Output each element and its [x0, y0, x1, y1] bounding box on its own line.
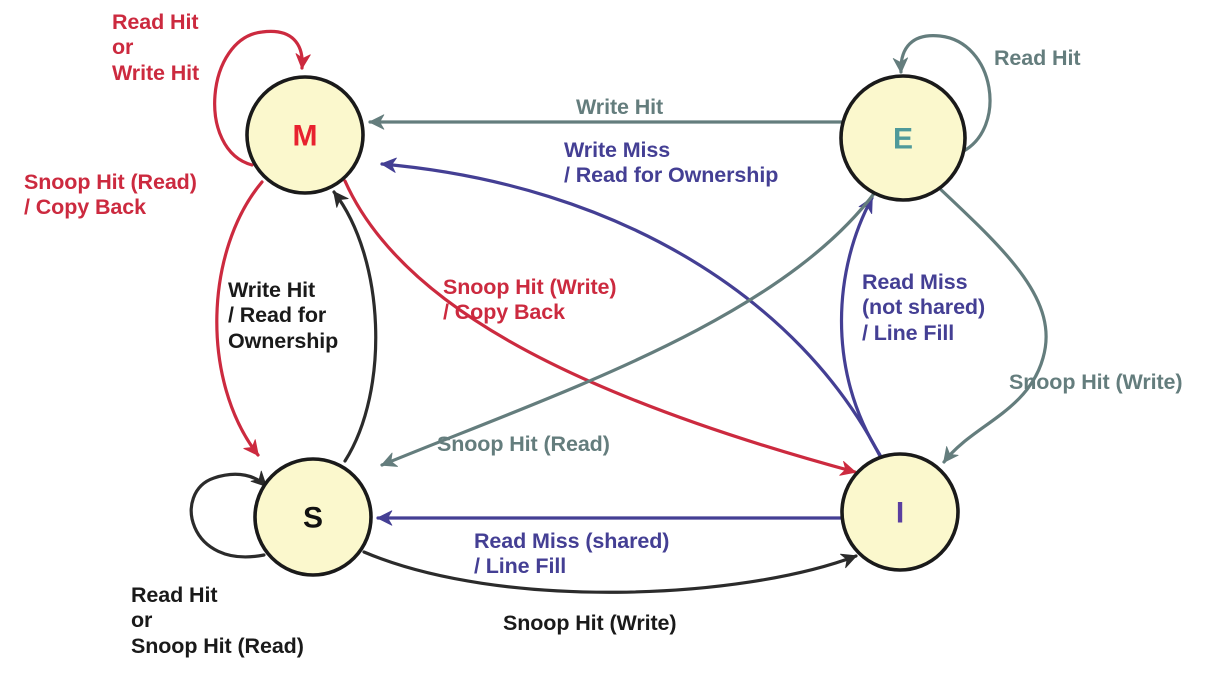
edge-label-m-to-s: Snoop Hit (Read) / Copy Back	[24, 170, 197, 220]
edge-i-to-m	[380, 157, 882, 458]
edge-label-s-self: Read Hit or Snoop Hit (Read)	[131, 583, 304, 658]
edge-label-s-to-m: Write Hit / Read for Ownership	[228, 278, 339, 353]
state-label-s: S	[303, 502, 323, 535]
edge-label-e-to-m: Write Hit	[576, 95, 664, 119]
state-label-e: E	[893, 123, 913, 156]
edge-label-m-self: Read Hit or Write Hit	[112, 10, 200, 85]
state-node-m[interactable]: M	[245, 75, 365, 195]
edge-label-m-to-i: Snoop Hit (Write) / Copy Back	[443, 275, 617, 325]
edge-s-to-i	[362, 550, 858, 594]
edge-label-i-to-e: Read Miss (not shared) / Line Fill	[862, 270, 986, 345]
edge-label-s-to-i: Snoop Hit (Write)	[503, 611, 677, 635]
state-circle-s	[253, 457, 373, 577]
edge-e-to-i	[935, 184, 1048, 464]
state-label-i: I	[896, 497, 904, 530]
edge-label-e-to-i: Snoop Hit (Write)	[1009, 370, 1183, 394]
edge-i-to-e	[840, 196, 882, 457]
edge-m-to-s	[215, 180, 264, 457]
state-circle-i	[840, 452, 960, 572]
edge-m-to-m	[213, 29, 311, 167]
edge-s-to-s	[189, 470, 268, 559]
edge-e-to-e	[892, 34, 992, 154]
state-node-e[interactable]: E	[839, 74, 967, 202]
state-node-s[interactable]: S	[253, 457, 373, 577]
edge-label-i-to-m: Write Miss / Read for Ownership	[564, 138, 779, 188]
state-circle-m	[245, 75, 365, 195]
edge-label-i-to-s: Read Miss (shared) / Line Fill	[474, 529, 670, 579]
edge-label-e-self: Read Hit	[994, 46, 1081, 70]
edge-s-to-m	[332, 190, 378, 463]
edge-m-to-i	[343, 179, 857, 476]
edge-e-to-s	[380, 189, 878, 467]
edge-label-e-to-s: Snoop Hit (Read)	[437, 432, 610, 456]
state-node-i[interactable]: I	[840, 452, 960, 572]
state-label-m: M	[293, 120, 318, 153]
state-circle-e	[839, 74, 967, 202]
